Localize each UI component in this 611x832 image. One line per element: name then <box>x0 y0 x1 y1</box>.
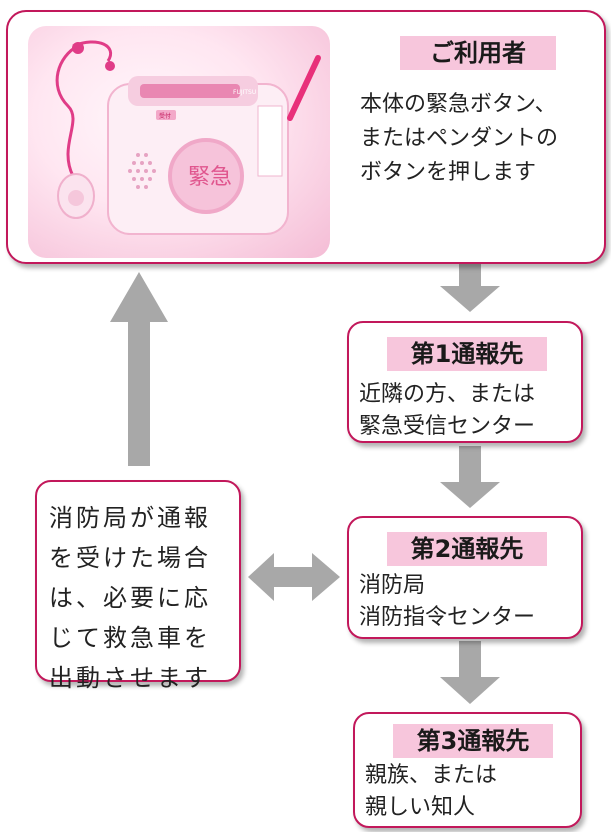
user-box: FUJITSU 受付 緊急 ご利用者 本体の緊急ボタン、 また <box>6 10 606 264</box>
arrow-up-icon <box>110 272 168 466</box>
arrow-down-icon <box>440 641 500 704</box>
device-photo: FUJITSU 受付 緊急 <box>28 26 330 258</box>
third-contact-box: 第3通報先 親族、または 親しい知人 <box>353 712 582 828</box>
first-contact-description: 近隣の方、または 緊急受信センター <box>359 382 536 439</box>
fire-department-note: 消防局が通報 を受けた場合 は、必要に応 じて救急車を 出動させます <box>35 480 241 692</box>
second-contact-description: 消防局 消防指令センター <box>359 573 536 630</box>
third-contact-title: 第3通報先 <box>393 724 553 758</box>
second-contact-box: 第2通報先 消防局 消防指令センター <box>347 516 583 639</box>
speaker-icon <box>128 153 156 189</box>
arrow-down-icon <box>440 446 500 508</box>
small-label: 受付 <box>159 112 171 120</box>
first-contact-box: 第1通報先 近隣の方、または 緊急受信センター <box>347 321 583 443</box>
fire-department-description: 消防局が通報 を受けた場合 は、必要に応 じて救急車を 出動させます <box>49 504 211 692</box>
brand-text: FUJITSU <box>233 89 256 96</box>
emergency-button-label: 緊急 <box>188 165 232 190</box>
double-arrow-icon <box>248 553 340 601</box>
third-contact-description: 親族、または 親しい知人 <box>365 763 498 820</box>
first-contact-title: 第1通報先 <box>387 337 547 371</box>
arrow-down-icon <box>440 262 500 312</box>
user-title: ご利用者 <box>400 36 556 70</box>
user-description: 本体の緊急ボタン、 またはペンダントの ボタンを押します <box>360 92 559 185</box>
second-contact-title: 第2通報先 <box>387 532 547 566</box>
